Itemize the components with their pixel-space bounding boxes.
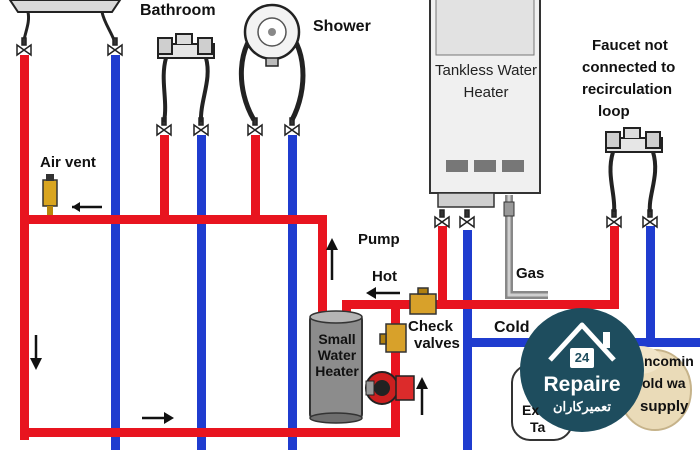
tankless-heater-unit [429, 0, 548, 299]
hot-pipe-heater-outlet [438, 226, 447, 309]
label-incoming-line2: old wa [642, 375, 686, 391]
right-faucet [605, 127, 663, 213]
shower-head [238, 3, 306, 122]
badge-subtitle: تعمیرکاران [552, 399, 612, 414]
tankless-heater-line2: Heater [463, 84, 509, 101]
label-cold: Cold [494, 319, 530, 336]
badge-brand: Repaire [543, 373, 621, 396]
bathroom-faucet [157, 33, 215, 123]
flow-arrows [30, 238, 428, 424]
label-gas: Gas [516, 265, 545, 282]
hot-pipe-upper-loop [20, 215, 327, 224]
hot-pipe-main [342, 300, 619, 309]
top-fixture [8, 0, 122, 41]
label-faucet-line1: Faucet not [592, 37, 668, 54]
hot-pipe-return-bottom [20, 428, 400, 437]
hot-pipe-left-riser [20, 55, 29, 440]
label-incoming-line3: supply [640, 398, 689, 415]
cold-pipe-left-riser [111, 55, 120, 450]
label-incoming-line1: ncomin [644, 353, 694, 369]
label-bathroom: Bathroom [140, 2, 216, 19]
label-faucet-line4: loop [598, 103, 630, 120]
label-pump: Pump [358, 231, 400, 248]
label-shower: Shower [313, 18, 371, 35]
small-heater-line2: Water [317, 347, 357, 363]
valves [16, 37, 658, 229]
check-valves [379, 287, 437, 353]
cold-pipe-bathroom [197, 135, 206, 450]
corner-mark [0, 441, 10, 450]
cold-pipe-faucet [646, 226, 655, 347]
small-heater-line1: Small [318, 331, 356, 347]
tankless-heater-label: Tankless Water Heater [434, 60, 538, 104]
label-check-valves-line1: Check [408, 318, 454, 335]
label-expansion-line2: Ta [530, 419, 546, 435]
cold-pipe-shower [288, 135, 297, 450]
label-faucet-line3: recirculation [582, 81, 673, 98]
label-check-valves-line2: valves [414, 335, 460, 352]
small-water-heater-tank [309, 310, 363, 424]
hot-pipe-pump-drop [318, 215, 327, 330]
hot-pipe-faucet [610, 226, 619, 309]
small-heater-line3: Heater [315, 363, 359, 379]
hot-pipe-return-riser [391, 308, 400, 437]
hot-pipe-bathroom [160, 135, 169, 224]
label-air-vent: Air vent [40, 154, 96, 171]
hot-pipe-shower [251, 135, 260, 224]
repaire-badge [520, 308, 644, 432]
recirculation-pump [365, 371, 415, 405]
tankless-heater-line1: Tankless Water [435, 62, 537, 79]
label-hot: Hot [372, 268, 397, 285]
small-heater-label: Small Water Heater [308, 331, 366, 379]
hot-pipes [20, 55, 619, 440]
badge-number: 24 [574, 350, 590, 365]
label-expansion-line1: Ex [522, 402, 540, 418]
label-faucet-line2: connected to [582, 59, 676, 76]
air-vent [42, 174, 102, 215]
